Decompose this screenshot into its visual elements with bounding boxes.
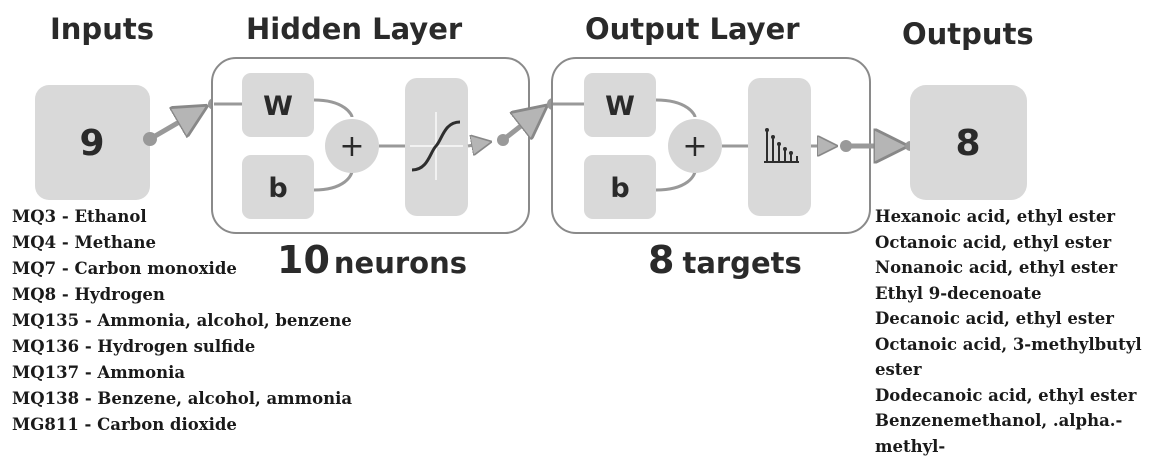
sensor-item: MG811 - Carbon dioxide	[12, 415, 237, 434]
hidden-to-output-arrow	[501, 107, 545, 142]
hidden-layer-header: Hidden Layer	[246, 12, 463, 46]
output-weight-block	[584, 73, 656, 137]
hidden-sum-node	[325, 119, 379, 173]
hidden-exit-arrow	[467, 142, 490, 146]
outputs-block	[910, 85, 1027, 200]
target-item: Benzenemethanol, .alpha.-methyl-	[875, 411, 1123, 456]
output-sum-node	[668, 119, 722, 173]
target-item: Dodecanoic acid, ethyl ester	[875, 385, 1137, 405]
output-bias-block	[584, 155, 656, 219]
hidden-weight-label: W	[263, 91, 293, 122]
output-weight-wire	[655, 98, 697, 118]
target-item: Octanoic acid, ethyl ester	[875, 232, 1112, 252]
sensor-item: MQ138 - Benzene, alcohol, ammonia	[12, 389, 353, 408]
hidden-weight-wire	[313, 98, 354, 118]
hidden-weight-block	[242, 73, 314, 137]
output-bias-label: b	[610, 173, 629, 204]
sensor-item: MQ8 - Hydrogen	[12, 285, 165, 304]
sensor-item: MQ137 - Ammonia	[12, 363, 186, 382]
input-count: 9	[79, 123, 104, 164]
output-count: 8	[955, 123, 980, 164]
sensor-item: MQ3 - Ethanol	[12, 207, 147, 226]
inputs-header: Inputs	[50, 12, 154, 46]
output-sum-label: +	[682, 129, 707, 164]
target-item: Octanoic acid, 3-methylbutyl ester	[875, 334, 1142, 380]
hidden-sum-label: +	[339, 129, 364, 164]
sensor-item: MQ135 - Ammonia, alcohol, benzene	[12, 311, 352, 330]
sensor-item: MQ7 - Carbon monoxide	[12, 259, 237, 278]
target-item: Decanoic acid, ethyl ester	[875, 309, 1114, 328]
sensor-item: MQ136 - Hydrogen sulfide	[12, 337, 256, 356]
outputs-header: Outputs	[902, 17, 1034, 51]
hidden-size-unit: neurons	[333, 246, 467, 280]
softmax-icon	[764, 128, 799, 163]
output-size-number: 8	[648, 238, 675, 282]
sigmoid-icon	[410, 112, 463, 180]
hidden-size-number: 10	[277, 238, 330, 282]
input-to-hidden-arrow	[148, 107, 205, 142]
target-item: Ethyl 9-decenoate	[875, 283, 1042, 303]
hidden-bias-block	[242, 155, 314, 219]
output-weight-label: W	[605, 91, 635, 122]
sensor-item: MQ4 - Methane	[12, 233, 157, 252]
target-list: Hexanoic acid, ethyl ester Octanoic acid…	[875, 204, 1157, 459]
output-size-unit: targets	[682, 246, 802, 280]
sensor-list: MQ3 - Ethanol MQ4 - Methane MQ7 - Carbon…	[12, 204, 352, 438]
output-layer-header: Output Layer	[585, 12, 800, 46]
hidden-bias-label: b	[268, 173, 287, 204]
target-item: Nonanoic acid, ethyl ester	[875, 258, 1118, 277]
input-block	[35, 85, 150, 200]
target-item: Hexanoic acid, ethyl ester	[875, 207, 1116, 226]
